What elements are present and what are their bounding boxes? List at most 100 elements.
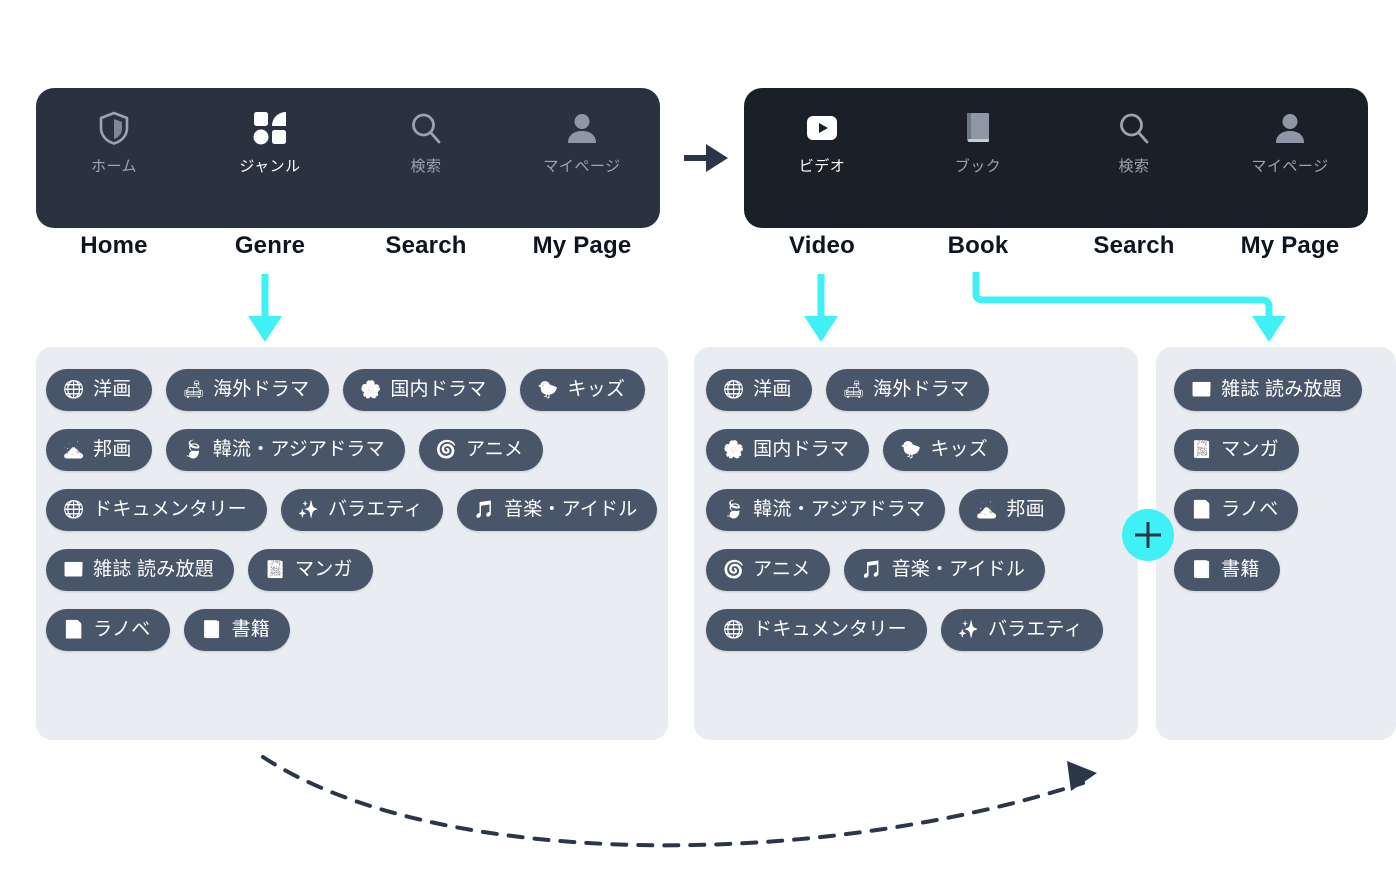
chip-row: 📕書籍 <box>1174 549 1396 591</box>
nav-item-genre[interactable]: ジャンル <box>192 110 348 176</box>
nav-label-book: ブック <box>954 158 1002 175</box>
nav-item-mypage-right[interactable]: マイページ <box>1212 110 1368 176</box>
nav-label-genre: ジャンル <box>239 158 301 175</box>
chip-row: 🌐 ドキュメンタリー ✨バラエティ <box>706 609 1138 651</box>
search-icon <box>410 110 442 146</box>
chip-label: 国内ドラマ <box>390 379 487 400</box>
genre-chip-manga[interactable]: 📓 マンガ <box>1174 429 1299 471</box>
play-video-icon <box>805 110 839 146</box>
genre-chip-blossom[interactable]: 🌸国内ドラマ <box>706 429 870 471</box>
music-note-icon: 🎵 <box>861 560 883 579</box>
genre-chip-closed-book[interactable]: 📕書籍 <box>1174 549 1280 591</box>
genre-chip-blossom[interactable]: 🌸国内ドラマ <box>343 369 507 411</box>
person-icon <box>1274 110 1306 146</box>
genre-chip-anime-eye[interactable]: 🌀 アニメ <box>706 549 831 591</box>
caption-book: Book <box>947 232 1009 259</box>
genre-chip-fan[interactable]: 🍃韓流・アジアドラマ <box>165 429 405 471</box>
chip-label: マンガ <box>295 559 353 580</box>
mountain-icon: 🗻 <box>63 440 85 459</box>
genre-chip-sparkles[interactable]: ✨バラエティ <box>940 609 1103 651</box>
chip-label: 書籍 <box>231 619 270 640</box>
plus-icon[interactable] <box>1122 509 1174 561</box>
duck-icon: 🐤 <box>900 440 922 459</box>
genre-chip-sparkles[interactable]: ✨バラエティ <box>280 489 443 531</box>
anime-eye-icon: 🌀 <box>435 440 457 459</box>
nav-item-home[interactable]: ホーム <box>36 110 192 176</box>
genre-chip-couch[interactable]: 🛋海外ドラマ <box>825 369 990 411</box>
magazine-icon: 📰 <box>1191 380 1213 399</box>
genre-chip-music-note[interactable]: 🎵 音楽・アイドル <box>844 549 1046 591</box>
chip-label: アニメ <box>465 439 524 460</box>
chip-row: 🌐洋画 🛋海外ドラマ <box>706 369 1138 411</box>
genre-chip-magazine[interactable]: 📰雑誌 読み放題 <box>1174 369 1362 411</box>
chip-label: キッズ <box>930 439 988 460</box>
chip-row: 🗻 邦画 🍃韓流・アジアドラマ 🌀 アニメ <box>46 429 668 471</box>
lightnovel-icon: 📄 <box>1191 500 1213 519</box>
chip-row: 📄ラノベ 📕 書籍 <box>46 609 668 651</box>
chip-row: 📰雑誌 読み放題 📓マンガ <box>46 549 668 591</box>
chip-label: 国内ドラマ <box>753 439 850 460</box>
genre-chip-magazine[interactable]: 📰雑誌 読み放題 <box>46 549 234 591</box>
chip-label: 邦画 <box>93 439 132 460</box>
genre-chip-globe[interactable]: 🌐 洋画 <box>46 369 152 411</box>
sparkles-icon: ✨ <box>957 620 979 639</box>
chip-row: 🌐ドキュメンタリー ✨バラエティ 🎵 音楽・アイドル <box>46 489 668 531</box>
genre-chip-mountain[interactable]: 🗻 邦画 <box>46 429 152 471</box>
chip-label: 邦画 <box>1006 499 1045 520</box>
music-note-icon: 🎵 <box>473 500 495 519</box>
genre-chip-couch[interactable]: 🛋海外ドラマ <box>165 369 330 411</box>
nav-item-mypage-left[interactable]: マイページ <box>504 110 660 176</box>
genre-chip-globe[interactable]: 🌐 ドキュメンタリー <box>706 609 927 651</box>
manga-icon: 📓 <box>1191 440 1213 459</box>
chip-row: 📄ラノベ <box>1174 489 1396 531</box>
chip-label: 書籍 <box>1221 559 1260 580</box>
arrow-right-icon <box>682 140 732 181</box>
chip-label: 音楽・アイドル <box>891 559 1026 580</box>
chip-label: 韓流・アジアドラマ <box>212 439 385 460</box>
dashed-curved-arrow-icon <box>255 745 1115 860</box>
genre-chip-mountain[interactable]: 🗻 邦画 <box>959 489 1065 531</box>
chip-row: 🌸国内ドラマ 🐤 キッズ <box>706 429 1138 471</box>
panel-video: 🌐洋画 🛋海外ドラマ 🌸国内ドラマ 🐤 キッズ 🍃韓流・アジアドラマ 🗻 邦画 🌀 アニメ 🎵 音楽・… <box>694 347 1138 740</box>
closed-book-icon: 📕 <box>201 620 223 639</box>
chip-label: ドキュメンタリー <box>753 619 907 640</box>
genre-chip-lightnovel[interactable]: 📄ラノベ <box>1174 489 1299 531</box>
caption-search-right: Search <box>1093 232 1175 259</box>
caption-mypage: My Page <box>532 232 632 259</box>
chip-label: ラノベ <box>93 619 151 640</box>
caption-search: Search <box>385 232 467 259</box>
anime-eye-icon: 🌀 <box>723 560 745 579</box>
nav-item-book[interactable]: ブック <box>900 110 1056 176</box>
genre-chip-lightnovel[interactable]: 📄ラノベ <box>46 609 171 651</box>
navbar-after: ビデオ ブック 検索 <box>744 88 1368 228</box>
genre-chip-globe[interactable]: 🌐洋画 <box>706 369 812 411</box>
chip-label: 音楽・アイドル <box>504 499 638 520</box>
chip-label: 洋画 <box>93 379 132 400</box>
genre-chip-closed-book[interactable]: 📕 書籍 <box>184 609 290 651</box>
nav-item-video[interactable]: ビデオ <box>744 110 900 176</box>
panel-genre-all: 🌐 洋画 🛋海外ドラマ 🌸国内ドラマ 🐤キッズ 🗻 邦画 🍃韓流・アジアドラマ 🌀 アニメ 🌐ドキュ… <box>36 347 668 740</box>
genre-chip-anime-eye[interactable]: 🌀 アニメ <box>418 429 544 471</box>
chip-label: マンガ <box>1221 439 1279 460</box>
globe-icon: 🌐 <box>723 380 745 399</box>
chip-row: 🌀 アニメ 🎵 音楽・アイドル <box>706 549 1138 591</box>
globe-icon: 🌐 <box>723 620 745 639</box>
genre-chip-duck[interactable]: 🐤 キッズ <box>883 429 1008 471</box>
chip-label: キッズ <box>567 379 626 400</box>
mountain-icon: 🗻 <box>976 500 998 519</box>
genre-chip-duck[interactable]: 🐤キッズ <box>520 369 646 411</box>
caption-genre: Genre <box>234 232 306 259</box>
navbar-before: ホーム ジャンル 検索 <box>36 88 660 228</box>
chip-label: アニメ <box>753 559 811 580</box>
caption-video: Video <box>789 232 855 259</box>
globe-icon: 🌐 <box>63 380 85 399</box>
nav-label-mypage-right: マイページ <box>1251 158 1329 175</box>
genre-chip-music-note[interactable]: 🎵 音楽・アイドル <box>456 489 658 531</box>
genre-chip-manga[interactable]: 📓マンガ <box>247 549 373 591</box>
nav-item-search-right[interactable]: 検索 <box>1056 110 1212 176</box>
nav-item-search-left[interactable]: 検索 <box>348 110 504 176</box>
chip-label: ドキュメンタリー <box>93 499 247 520</box>
genre-chip-globe[interactable]: 🌐ドキュメンタリー <box>46 489 267 531</box>
genre-chip-fan[interactable]: 🍃韓流・アジアドラマ <box>706 489 946 531</box>
book-icon <box>963 110 993 146</box>
